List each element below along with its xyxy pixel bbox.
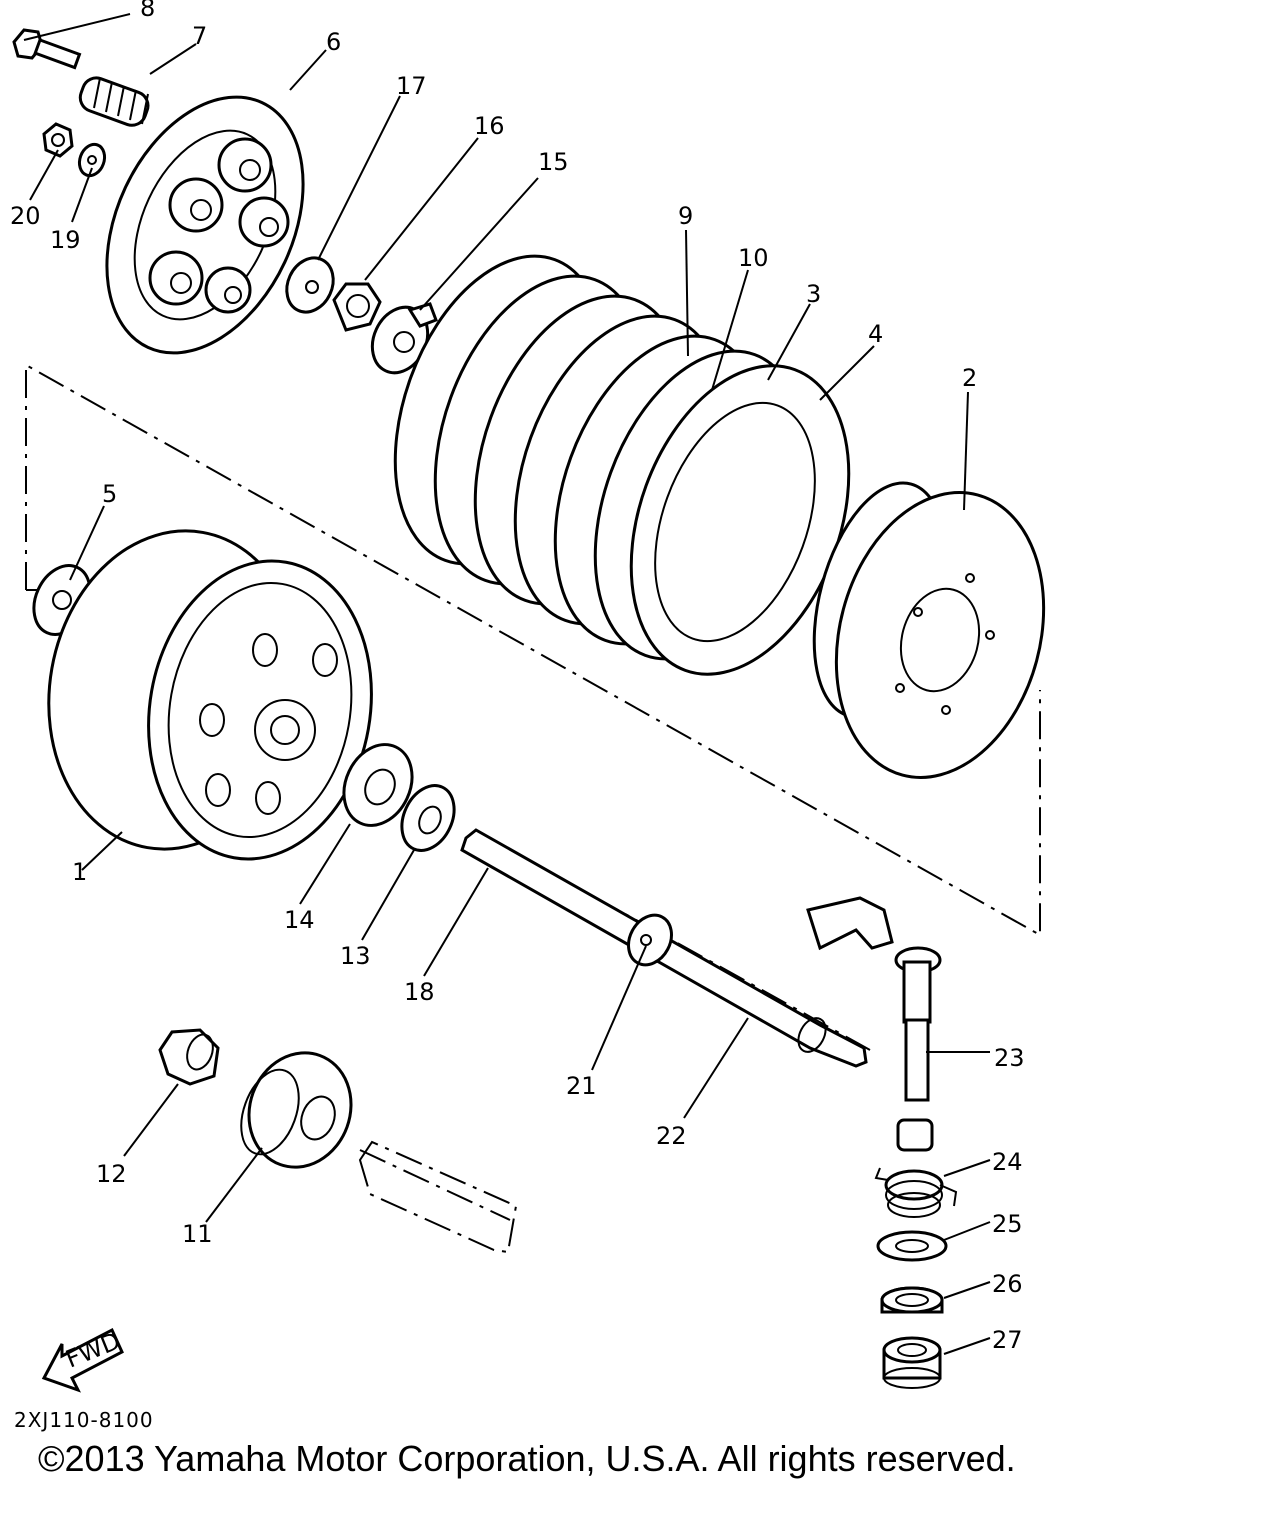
part-kick-gear [240, 1051, 353, 1169]
part-pressure-plate [105, 95, 305, 355]
part-thrust-washer-small [400, 784, 456, 852]
callout-5: 5 [102, 480, 117, 508]
callout-16: 16 [474, 112, 505, 140]
callout-4: 4 [868, 320, 883, 348]
leader-lines [23, 13, 991, 1355]
callout-6: 6 [326, 28, 341, 56]
callout-15: 15 [538, 148, 569, 176]
callout-19: 19 [50, 226, 81, 254]
callout-11: 11 [182, 1220, 213, 1248]
callout-1: 1 [72, 858, 87, 886]
callout-17: 17 [396, 72, 427, 100]
callout-18: 18 [404, 978, 435, 1006]
callout-8: 8 [140, 0, 155, 22]
part-bolt [12, 28, 82, 70]
callout-13: 13 [340, 942, 371, 970]
part-clutch-boss [812, 481, 1046, 779]
fwd-arrow-icon: FWD [41, 1327, 124, 1393]
callout-12: 12 [96, 1160, 127, 1188]
drawing-code: 2XJ110-8100 [14, 1408, 154, 1432]
part-thrust-washer-large [342, 743, 414, 827]
part-gear-nut [158, 1028, 220, 1086]
copyright-notice: ©2013 Yamaha Motor Corporation, U.S.A. A… [38, 1438, 1016, 1479]
callout-10: 10 [738, 244, 769, 272]
callout-2: 2 [962, 364, 977, 392]
part-tab-washer [370, 302, 438, 375]
callout-26: 26 [992, 1270, 1023, 1298]
part-torsion-spring [874, 1167, 958, 1218]
callout-21: 21 [566, 1072, 597, 1100]
part-kick-lever [806, 896, 942, 1152]
part-washer-small [77, 142, 107, 178]
part-nut-center [332, 282, 382, 332]
callout-3: 3 [806, 280, 821, 308]
callout-numbers: 1 2 3 4 5 6 7 8 9 10 11 12 13 14 15 16 1… [10, 0, 1025, 1354]
part-kick-washer [876, 1230, 948, 1262]
callout-27: 27 [992, 1326, 1023, 1354]
shaft-phantom [358, 1140, 518, 1254]
callout-25: 25 [992, 1210, 1023, 1238]
callout-7: 7 [192, 22, 207, 50]
callout-9: 9 [678, 202, 693, 230]
part-spring [78, 76, 150, 127]
part-clutch-plates [393, 254, 851, 676]
part-nut-small [42, 122, 74, 158]
part-lock-washer [285, 256, 335, 314]
callout-14: 14 [284, 906, 315, 934]
callout-20: 20 [10, 202, 41, 230]
part-oil-seal [880, 1286, 944, 1314]
part-clutch-housing [47, 529, 373, 861]
part-bushing [882, 1336, 942, 1389]
part-kick-shaft [460, 828, 868, 1068]
callout-24: 24 [992, 1148, 1023, 1176]
callout-22: 22 [656, 1122, 687, 1150]
callout-23: 23 [994, 1044, 1025, 1072]
